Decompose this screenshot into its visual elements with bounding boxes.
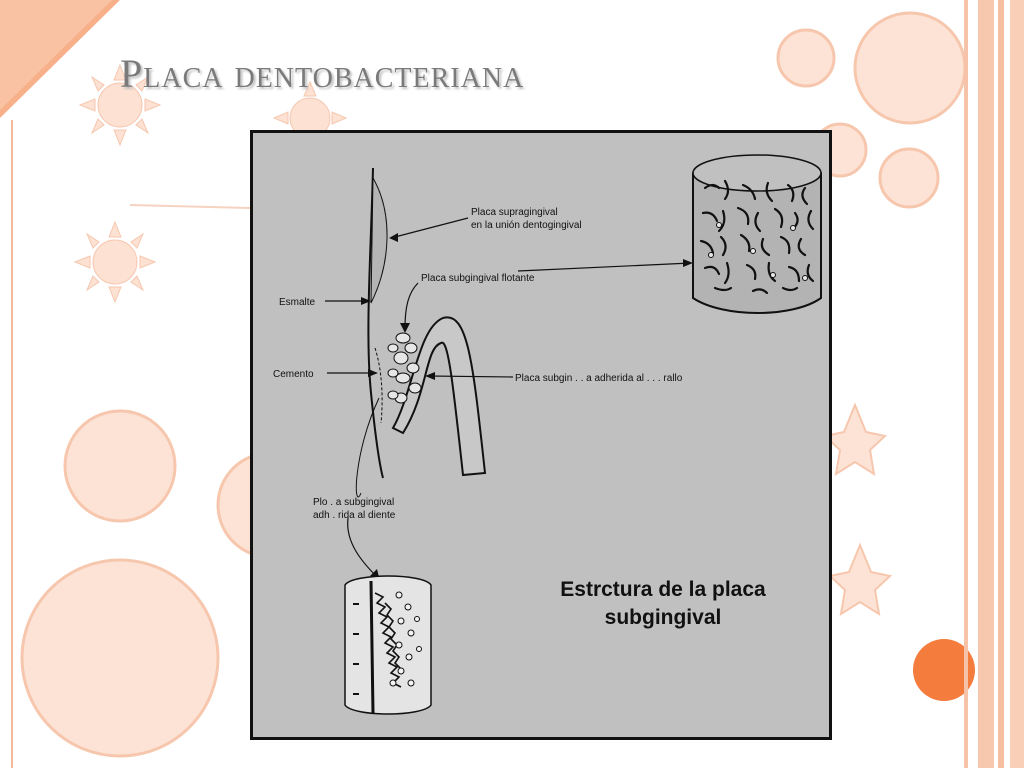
- gingiva: [391, 316, 487, 477]
- diagram-caption: Estrctura de la placa subgingival: [523, 576, 803, 632]
- supragingival-plaque: [370, 176, 388, 304]
- label-floating-plaque: Placa subgingival flotante: [421, 273, 535, 284]
- caption-line-2: subgingival: [604, 606, 722, 629]
- label-epithelium-plaque: Placa subgin . . a adherida al . . . ral…: [515, 373, 683, 384]
- label-tooth-plaque-1: Plo . a subgingival: [313, 497, 394, 508]
- subgingival-plaque-cluster: [387, 332, 422, 404]
- star-decoration: [827, 542, 893, 617]
- label-supragingival-2: en la unión dentogingival: [471, 220, 582, 231]
- caption-line-1: Estrctura de la placa: [560, 578, 766, 601]
- label-enamel: Esmalte: [279, 297, 316, 308]
- circle-decoration: [878, 147, 940, 209]
- circle-decoration: [20, 558, 220, 758]
- circle-decoration: [63, 409, 177, 523]
- label-tooth-plaque-2: adh . rida al diente: [313, 510, 396, 521]
- slide-title: Placa dentobacteriana: [120, 51, 525, 96]
- floating-plaque-magnified: [692, 154, 822, 314]
- circle-decoration: [913, 639, 975, 701]
- dental-plaque-diagram: Placa supragingival en la unión dentogin…: [250, 130, 832, 740]
- circle-decoration: [853, 11, 967, 125]
- right-border-bars: [964, 0, 1024, 768]
- sun-icon: [78, 63, 162, 147]
- label-supragingival-1: Placa supragingival: [471, 207, 558, 218]
- diagram-drawing: Placa supragingival en la unión dentogin…: [273, 154, 822, 715]
- star-decoration: [822, 402, 888, 477]
- adherent-plaque-magnified: [344, 575, 432, 715]
- circle-decoration: [776, 28, 836, 88]
- label-cement: Cemento: [273, 369, 314, 380]
- sun-icon: [272, 80, 348, 139]
- sun-icon: [73, 220, 157, 304]
